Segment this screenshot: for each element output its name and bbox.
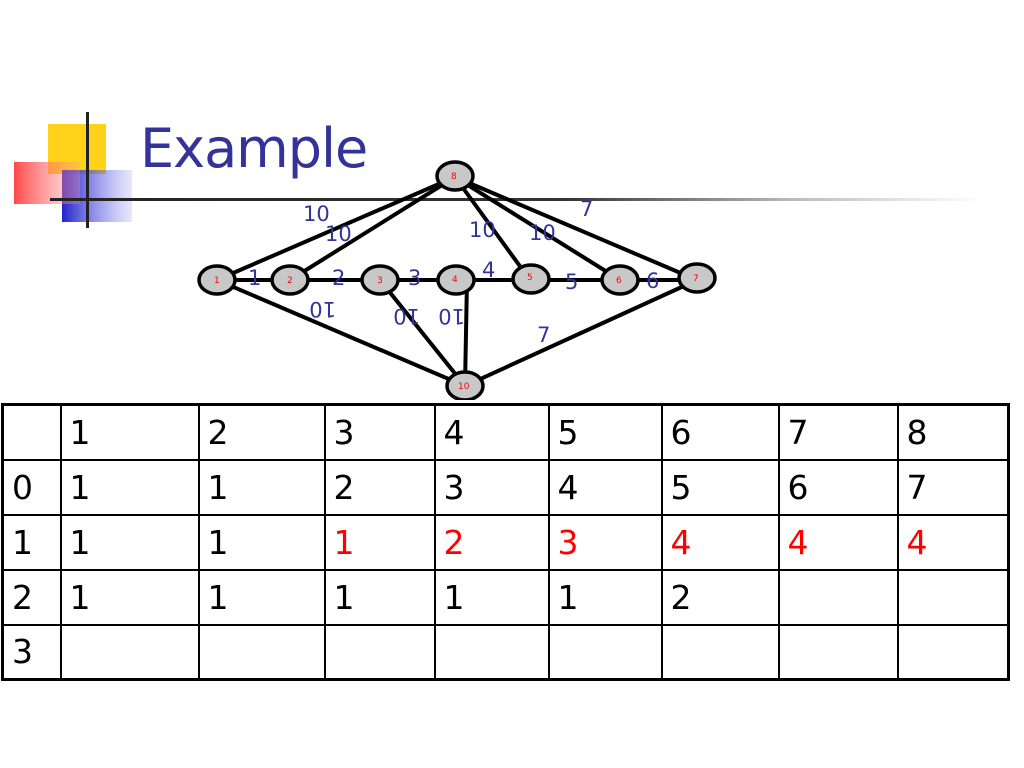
table-cell: 7 bbox=[896, 458, 1010, 516]
graph-nodes: 8 1 2 3 4 5 6 7 bbox=[197, 160, 717, 400]
table-cell: 8 bbox=[896, 403, 1010, 461]
table-cell: 6 bbox=[777, 458, 899, 516]
edge-weight: 7 bbox=[537, 323, 550, 347]
node-label: 7 bbox=[693, 274, 699, 284]
table-cell: 1 bbox=[59, 568, 200, 626]
graph-node: 2 bbox=[270, 264, 310, 296]
table-cell bbox=[197, 623, 326, 681]
node-label: 3 bbox=[377, 276, 383, 286]
table-cell: 1 bbox=[547, 568, 663, 626]
table-cell bbox=[896, 623, 1010, 681]
table-cell: 3 bbox=[323, 403, 436, 461]
edge-weight: 7 bbox=[580, 197, 593, 221]
table-cell-highlight: 4 bbox=[660, 513, 780, 571]
edge-1-10 bbox=[216, 278, 466, 388]
table-cell bbox=[777, 568, 899, 626]
edge-weight: 1 bbox=[248, 266, 261, 290]
table-cell: 1 bbox=[59, 513, 200, 571]
edge-weight: 6 bbox=[646, 269, 659, 293]
table-cell-highlight: 4 bbox=[777, 513, 899, 571]
table-cell: 1 bbox=[1, 513, 62, 571]
table-cell: 4 bbox=[547, 458, 663, 516]
table-cell: 0 bbox=[1, 458, 62, 516]
edge-weight: 4 bbox=[482, 258, 495, 282]
graph-node: 4 bbox=[436, 264, 476, 296]
node-label: 4 bbox=[452, 275, 458, 285]
table-cell bbox=[323, 623, 436, 681]
edge-weight-flipped: 10 bbox=[393, 304, 420, 328]
table-cell: 5 bbox=[547, 403, 663, 461]
graph-node: 7 bbox=[677, 262, 717, 294]
table-cell: 1 bbox=[197, 458, 326, 516]
table-cell: 7 bbox=[777, 403, 899, 461]
edge-weight: 10 bbox=[529, 221, 556, 245]
table-cell-highlight: 1 bbox=[323, 513, 436, 571]
table-cell: 2 bbox=[660, 568, 780, 626]
title-underline bbox=[50, 198, 980, 201]
graph-diagram: 8 1 2 3 4 5 6 7 bbox=[197, 160, 717, 400]
edge-4-10 bbox=[463, 279, 469, 387]
edge-weight-flipped: 10 bbox=[438, 304, 465, 328]
edge-8-6 bbox=[453, 175, 622, 282]
node-label: 2 bbox=[287, 276, 293, 286]
edge-weight: 10 bbox=[325, 222, 352, 246]
table-cell: 1 bbox=[197, 568, 326, 626]
edge-8-7 bbox=[454, 175, 698, 282]
table-row: 3 bbox=[1, 623, 1010, 681]
table-cell: 6 bbox=[660, 403, 780, 461]
table-cell: 1 bbox=[323, 568, 436, 626]
graph-node: 5 bbox=[511, 263, 551, 295]
table-cell bbox=[777, 623, 899, 681]
data-table: 1 2 3 4 5 6 7 8 0 1 1 2 3 4 5 6 7 1 1 1 … bbox=[1, 403, 1010, 681]
table-cell bbox=[547, 623, 663, 681]
edge-weight: 3 bbox=[408, 266, 421, 290]
table-cell: 2 bbox=[1, 568, 62, 626]
table-row: 0 1 1 2 3 4 5 6 7 bbox=[1, 458, 1010, 516]
edge-weight: 2 bbox=[332, 266, 345, 290]
slide-title: Example bbox=[140, 117, 368, 180]
edge-8-2 bbox=[288, 175, 457, 282]
table-cell: 1 bbox=[59, 458, 200, 516]
table-row: 2 1 1 1 1 1 2 bbox=[1, 568, 1010, 626]
edge-8-5 bbox=[453, 175, 532, 282]
graph-node: 3 bbox=[360, 264, 400, 296]
table-cell: 2 bbox=[197, 403, 326, 461]
table-cell: 3 bbox=[1, 623, 62, 681]
table-cell bbox=[1, 403, 62, 461]
table-cell: 1 bbox=[433, 568, 550, 626]
edge-weight: 10 bbox=[303, 202, 330, 226]
table-cell bbox=[59, 623, 200, 681]
table-cell: 5 bbox=[660, 458, 780, 516]
table-header-row: 1 2 3 4 5 6 7 8 bbox=[1, 403, 1010, 461]
table-cell: 1 bbox=[59, 403, 200, 461]
table-cell-highlight: 4 bbox=[896, 513, 1010, 571]
graph-node: 10 bbox=[445, 370, 485, 400]
node-label: 8 bbox=[451, 172, 457, 182]
node-label: 1 bbox=[214, 276, 220, 286]
node-label: 10 bbox=[458, 382, 470, 392]
table-row: 1 1 1 1 2 3 4 4 4 bbox=[1, 513, 1010, 571]
graph-node: 6 bbox=[600, 264, 640, 296]
logo-decoration bbox=[14, 112, 132, 228]
edge-weight: 5 bbox=[565, 270, 578, 294]
table-cell-highlight: 2 bbox=[433, 513, 550, 571]
table-cell bbox=[896, 568, 1010, 626]
table-cell: 4 bbox=[433, 403, 550, 461]
graph-node: 1 bbox=[197, 264, 237, 296]
edge-7-10 bbox=[464, 278, 698, 388]
edge-weight-flipped: 10 bbox=[309, 297, 336, 321]
node-label: 5 bbox=[527, 273, 533, 283]
table-cell: 3 bbox=[433, 458, 550, 516]
edge-8-1 bbox=[216, 175, 456, 282]
table-cell: 2 bbox=[323, 458, 436, 516]
table-cell: 1 bbox=[197, 513, 326, 571]
edge-weight: 10 bbox=[469, 218, 496, 242]
table-cell bbox=[433, 623, 550, 681]
graph-node: 8 bbox=[435, 160, 475, 192]
edge-3-10 bbox=[378, 278, 467, 388]
node-label: 6 bbox=[616, 276, 622, 286]
edge-weight-labels: 10 10 10 10 7 1 2 3 4 5 6 7 10 10 10 bbox=[248, 197, 659, 347]
table-cell-highlight: 3 bbox=[547, 513, 663, 571]
table-cell bbox=[660, 623, 780, 681]
